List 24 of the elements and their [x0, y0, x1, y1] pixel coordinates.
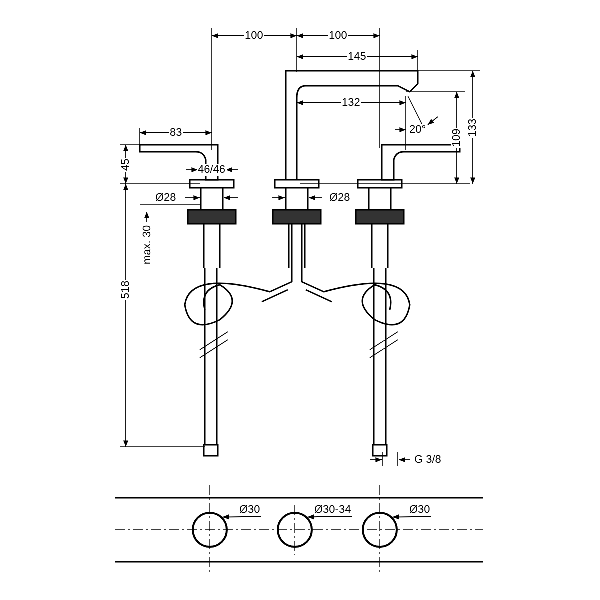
dimension-label: Ø28 — [154, 192, 178, 204]
leader-line — [307, 514, 353, 520]
dimension-label: 83 — [169, 127, 184, 139]
mounting-hole — [362, 512, 398, 548]
diameter-label: Ø30 — [408, 504, 432, 516]
diameter-label: Ø30-34 — [314, 504, 352, 516]
leader-line — [392, 514, 432, 520]
dimension-label: 100 — [244, 30, 264, 42]
diameter-label: Ø30 — [238, 504, 262, 516]
dimension-label: 45 — [120, 158, 132, 172]
dimension-label: G 3/8 — [414, 454, 442, 466]
dimension-label: 518 — [120, 280, 132, 300]
dimension-label: 46/46 — [197, 164, 227, 176]
dimension-label: 100 — [328, 30, 348, 42]
angle-label: 20° — [408, 124, 428, 136]
dimension-label: Ø28 — [328, 192, 352, 204]
dimension-label: 132 — [341, 97, 362, 109]
dimension-label: max. 30 — [141, 224, 154, 266]
dimension-label: 133 — [467, 118, 480, 138]
mounting-hole — [192, 512, 228, 548]
dimension-label: 145 — [347, 51, 368, 63]
leader-line — [222, 514, 262, 520]
dimension-label: 109 — [451, 128, 464, 148]
mounting-hole — [277, 512, 313, 548]
